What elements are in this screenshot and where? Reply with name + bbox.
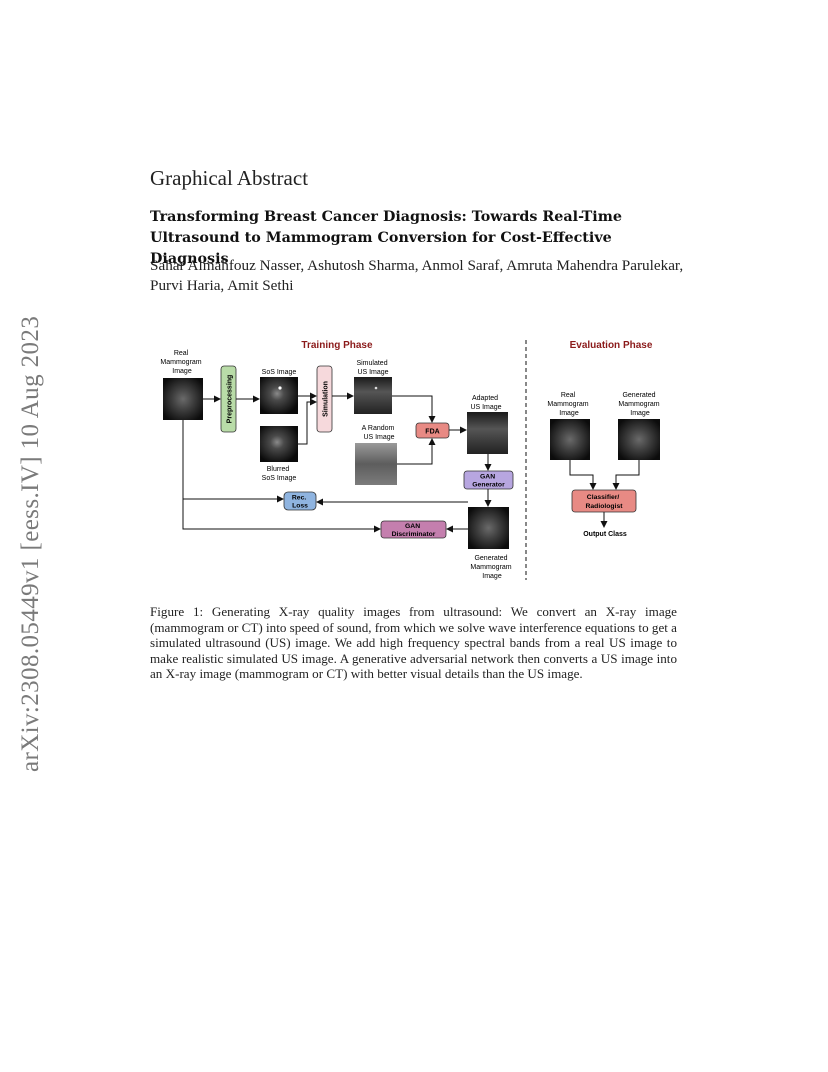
pipeline-diagram: Training Phase Evaluation Phase Real Mam…	[160, 340, 661, 580]
real-mammogram-label: Real Mammogram Image	[160, 350, 203, 375]
simulated-us-image	[354, 377, 392, 414]
sos-image-label: SoS Image	[262, 369, 297, 376]
adapted-us-label: Adapted US Image	[470, 395, 501, 411]
eval-generated-mammogram-image	[618, 419, 660, 460]
rec-loss-label: Rec. Loss	[292, 495, 308, 510]
us-highlight	[374, 386, 378, 390]
gan-discriminator-label: GAN Discriminator	[392, 523, 436, 538]
blurred-sos-image	[260, 426, 298, 462]
adapted-us-image	[467, 412, 508, 454]
blurred-sos-label: Blurred SoS Image	[262, 466, 297, 482]
training-phase-title: Training Phase	[301, 340, 373, 351]
gan-generator-label: GAN Generator	[472, 474, 505, 489]
eval-real-mammogram-image	[550, 419, 590, 460]
preprocessing-label: Preprocessing	[227, 375, 234, 424]
random-us-label: A Random US Image	[362, 425, 397, 441]
section-heading: Graphical Abstract	[150, 166, 309, 190]
paper-title: Transforming Breast Cancer Diagnosis: To…	[150, 209, 622, 267]
simulation-block	[316, 365, 333, 433]
generated-mammogram-label: Generated Mammogram Image	[470, 555, 513, 580]
eval-real-label: Real Mammogram Image	[547, 392, 590, 417]
pipeline-figure: Training Phase Evaluation Phase Real Mam…	[140, 330, 700, 590]
eval-generated-label: Generated Mammogram Image	[618, 392, 661, 417]
sos-highlight	[278, 386, 282, 390]
real-mammogram-image	[163, 378, 203, 420]
random-us-image	[355, 443, 397, 485]
evaluation-phase-title: Evaluation Phase	[570, 340, 653, 351]
sos-image	[260, 377, 298, 414]
author-list: Sahar Almahfouz Nasser, Ashutosh Sharma,…	[150, 257, 684, 294]
generated-mammogram-image	[468, 507, 509, 549]
classifier-label: Classifier/ Radiologist	[585, 494, 623, 510]
simulated-us-label: Simulated US Image	[356, 360, 389, 376]
simulation-label: Simulation	[323, 381, 330, 417]
output-class-label: Output Class	[583, 531, 627, 538]
arxiv-identifier-stamp: arXiv:2308.05449v1 [eess.IV] 10 Aug 2023	[17, 315, 44, 772]
evaluation-arrows	[569, 460, 640, 528]
figure-caption: Figure 1: Generating X-ray quality image…	[150, 604, 677, 682]
fda-label: FDA	[425, 429, 439, 436]
training-arrows	[182, 392, 492, 533]
